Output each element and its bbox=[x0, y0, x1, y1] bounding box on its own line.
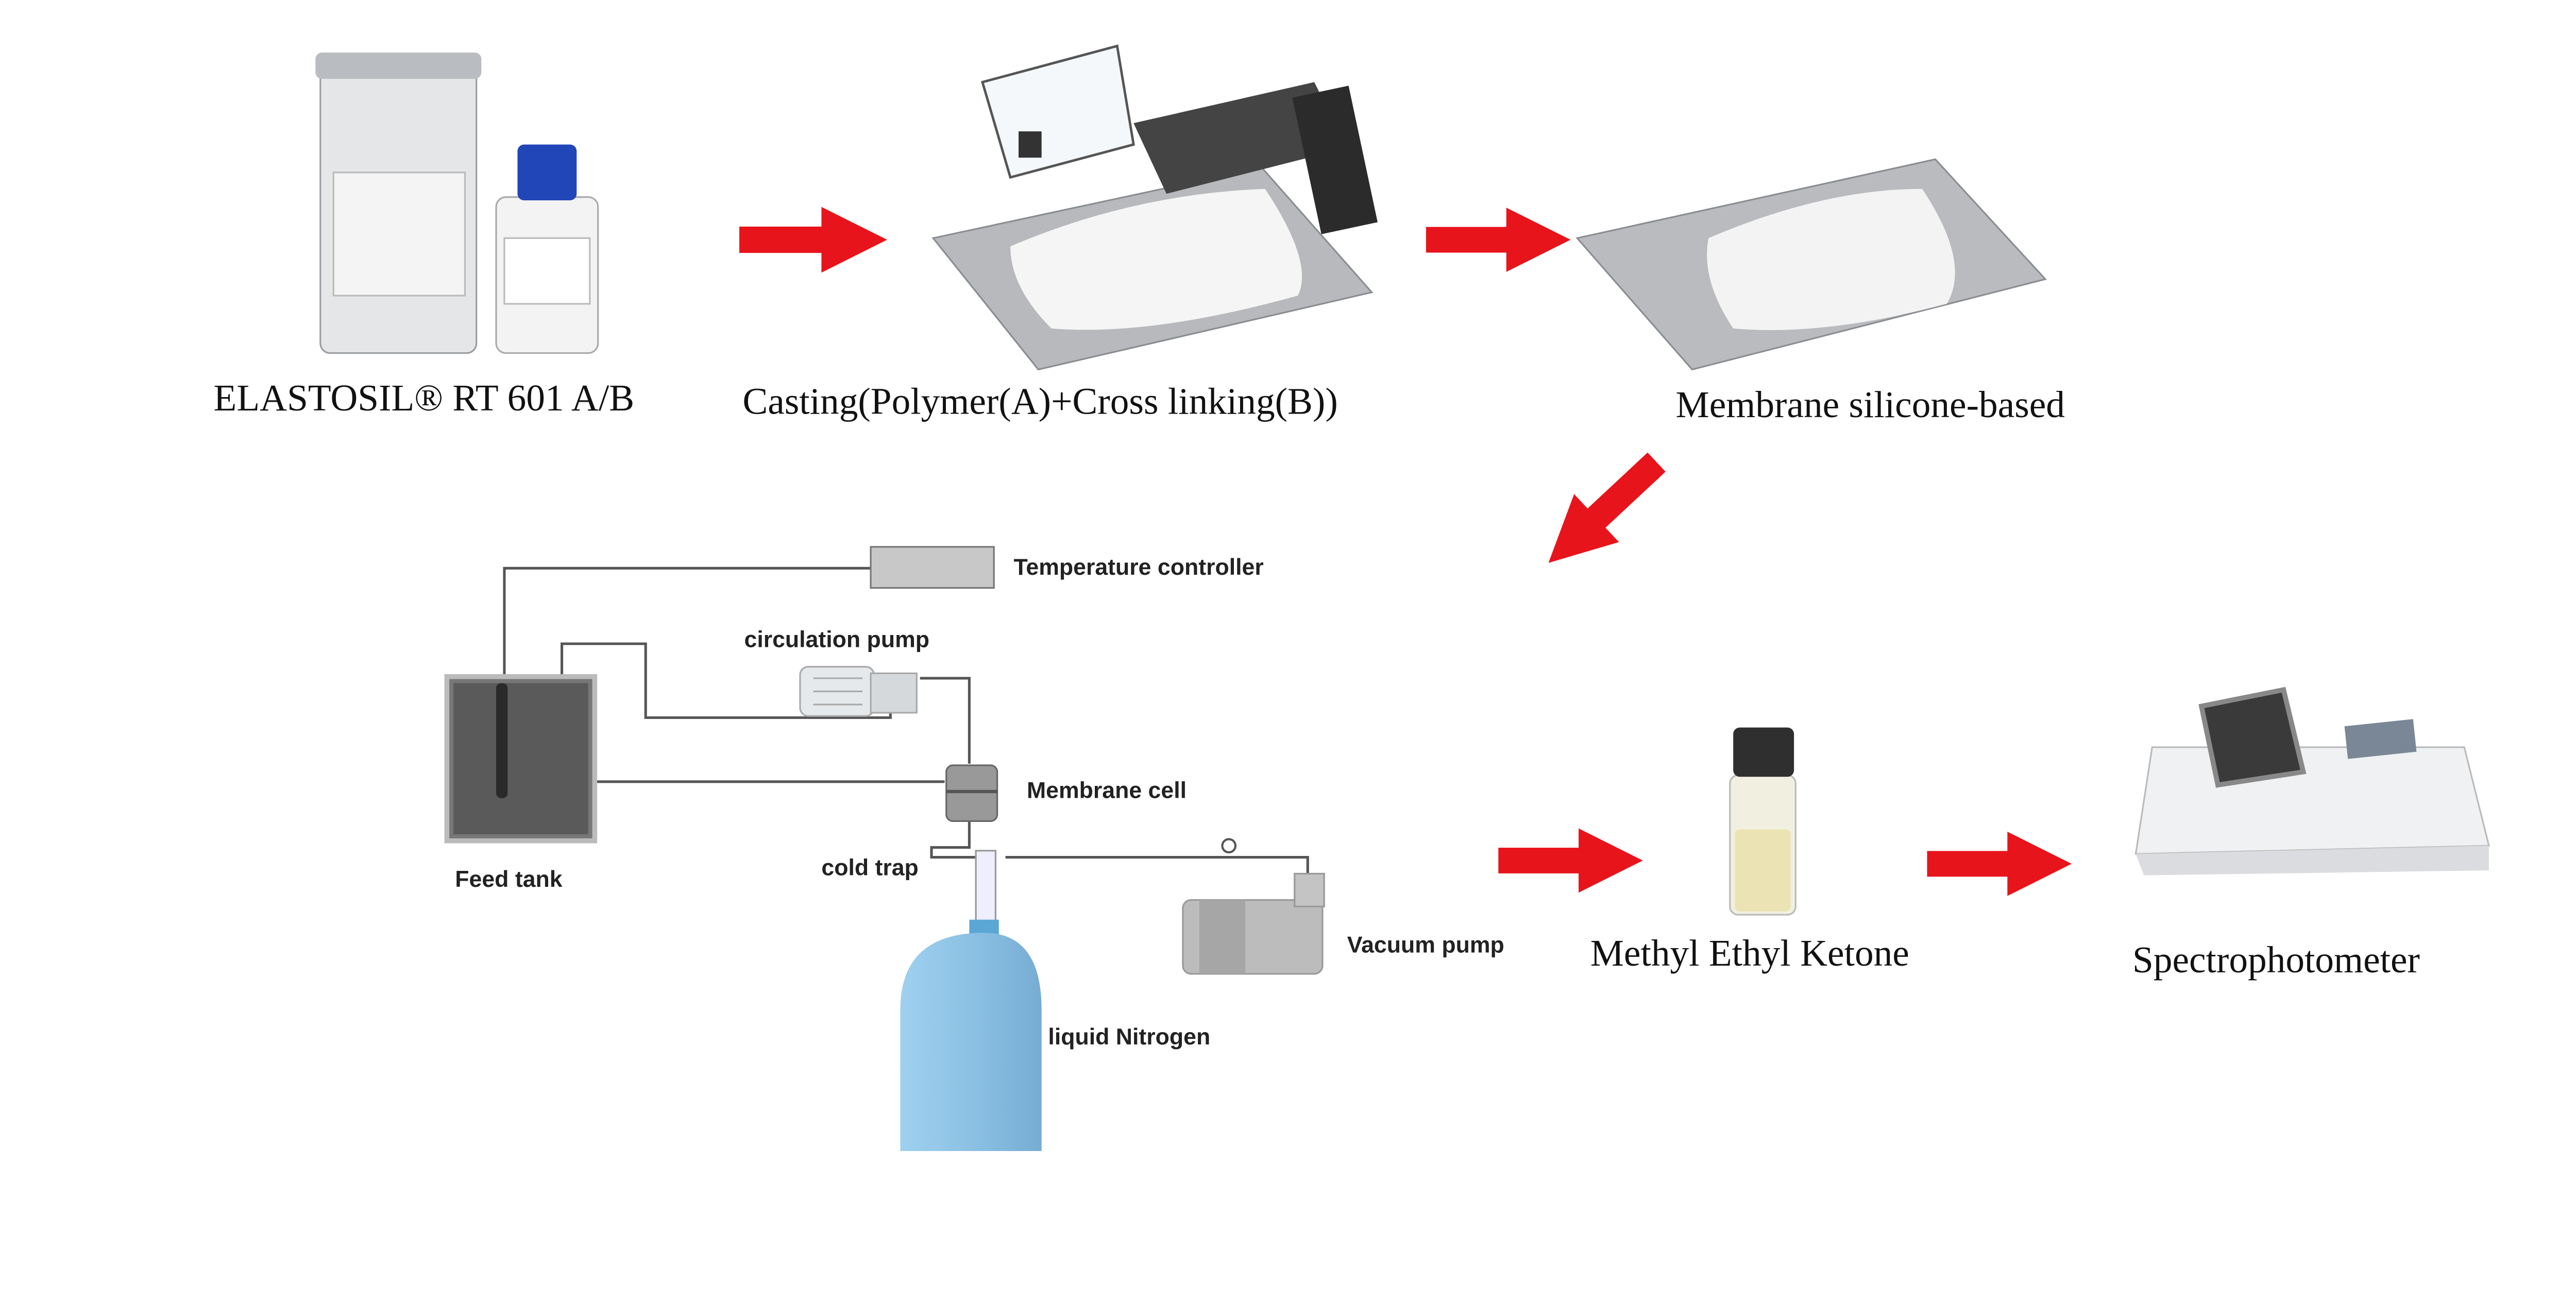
arrow-right-icon bbox=[739, 207, 887, 273]
membrane-cell-icon bbox=[945, 764, 998, 822]
membrane-image bbox=[1575, 158, 2047, 371]
temperature-controller-box bbox=[870, 546, 995, 589]
elastosil-container-image bbox=[315, 53, 599, 354]
beaker-icon bbox=[980, 44, 1135, 179]
sample-vial-image bbox=[1729, 727, 1797, 916]
pressure-gauge-icon bbox=[1221, 838, 1237, 854]
label-temperature-controller: Temperature controller bbox=[1013, 555, 1263, 580]
circulation-pump-icon bbox=[799, 666, 918, 717]
spectrophotometer-image bbox=[2134, 687, 2490, 876]
casting-roller-icon bbox=[1133, 82, 1378, 234]
casting-image bbox=[931, 44, 1378, 371]
label-casting: Casting(Polymer(A)+Cross linking(B)) bbox=[742, 381, 1337, 422]
arrow-right-icon bbox=[1426, 208, 1571, 272]
label-membrane: Membrane silicone-based bbox=[1676, 384, 2065, 425]
label-feed-tank: Feed tank bbox=[455, 867, 562, 892]
label-vacuum-pump: Vacuum pump bbox=[1347, 932, 1504, 957]
cold-trap-icon bbox=[975, 850, 996, 925]
label-analysis: Spectrophotometer bbox=[2132, 939, 2420, 981]
setup-schematic bbox=[444, 546, 1325, 1152]
arrow-right-icon bbox=[1498, 828, 1643, 893]
process-diagram: ELASTOSIL® RT 601 A/B Casting(Polymer(A)… bbox=[214, 44, 2490, 1152]
liquid-nitrogen-tank bbox=[900, 919, 1042, 1152]
label-membrane-cell: Membrane cell bbox=[1027, 778, 1187, 803]
arrow-down-left-icon bbox=[1526, 438, 1679, 587]
vacuum-pump-icon bbox=[1182, 872, 1325, 975]
label-product: Methyl Ethyl Ketone bbox=[1590, 932, 1909, 974]
arrow-right-icon bbox=[1927, 831, 2072, 896]
label-circulation-pump: circulation pump bbox=[744, 627, 930, 652]
label-materials: ELASTOSIL® RT 601 A/B bbox=[214, 377, 635, 419]
label-liquid-nitrogen: liquid Nitrogen bbox=[1048, 1024, 1210, 1050]
label-cold-trap: cold trap bbox=[821, 855, 918, 881]
